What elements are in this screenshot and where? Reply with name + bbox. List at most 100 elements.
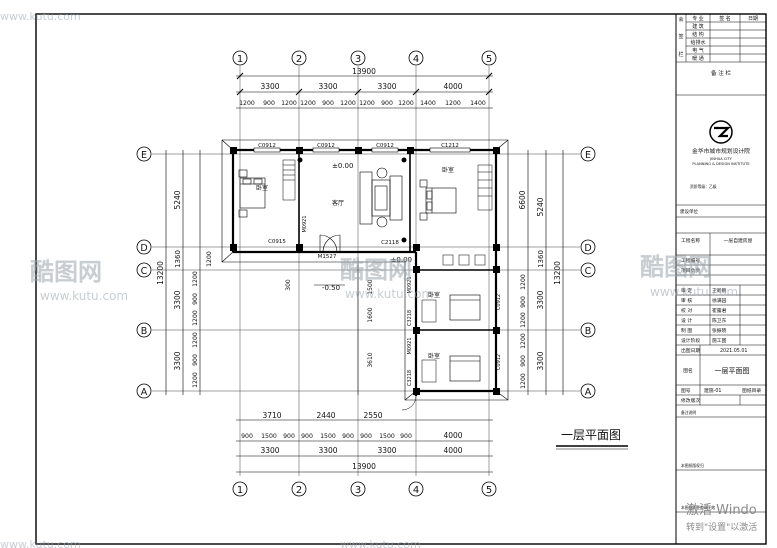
dim-bottom-seg: 900 bbox=[342, 433, 354, 440]
window-tag: C0912 bbox=[317, 143, 335, 149]
dim-bottom-seg: 900 bbox=[360, 433, 372, 440]
axis-label-5-bottom: 5 bbox=[486, 485, 492, 496]
axis-label-e-left: E bbox=[141, 150, 147, 161]
dim-bottom-bay1-1: 3710 bbox=[262, 411, 281, 420]
axis-label-1-top: 1 bbox=[237, 54, 243, 65]
dimensions-left bbox=[165, 150, 201, 395]
signoff-discipline: 建 筑 bbox=[692, 23, 704, 30]
bed-icon bbox=[449, 294, 481, 321]
dim-bottom-seg: 1500 bbox=[320, 433, 336, 440]
axis-bubbles-left: E D C B A bbox=[136, 146, 152, 399]
dim-right-seg: 1200 bbox=[520, 312, 527, 328]
wardrobe-icon bbox=[282, 159, 296, 201]
signoff-discipline: 暖 通 bbox=[692, 55, 704, 62]
watermark-url: www.kutu.com bbox=[340, 538, 421, 548]
signoff-side-label: 栏 bbox=[678, 51, 683, 58]
window-tag: C3218 bbox=[407, 310, 413, 326]
dim-left-bay-4: 3300 bbox=[173, 351, 182, 370]
dim-top-seg: 1200 bbox=[340, 100, 356, 107]
activation-notice-hint: 转到"设置"以激活 bbox=[686, 521, 757, 533]
dim-label: 1600 bbox=[367, 307, 374, 322]
dim-left-seg: 900 bbox=[192, 293, 199, 305]
staff-rows: 审 定 王新鹏 审 核 徐满园 校 对 崔露君 设 计 陈卫东 制 图 张振晓 bbox=[681, 287, 727, 334]
sheet-frame bbox=[35, 13, 767, 545]
dim-right-bay-2: 1360 bbox=[537, 250, 545, 268]
dim-bottom-4000: 4000 bbox=[443, 431, 462, 440]
axis-label-c-right: C bbox=[585, 266, 592, 277]
dim-right-seg: 1200 bbox=[520, 373, 527, 389]
construction-unit-label: 建设单位 bbox=[680, 208, 698, 215]
dimensions-bottom bbox=[236, 419, 493, 473]
window-tag: C0912 bbox=[496, 354, 502, 370]
dim-bottom-bay2-4: 4000 bbox=[443, 446, 462, 455]
issue-date: 2021.05.01 bbox=[720, 348, 747, 354]
watermark-text: 酷图网 bbox=[30, 258, 102, 286]
dim-top-seg: 1200 bbox=[359, 100, 375, 107]
dim-bottom-bay2-3: 3300 bbox=[377, 446, 396, 455]
dim-left-small: 1200 bbox=[206, 251, 213, 267]
dim-label: 3610 bbox=[367, 352, 374, 367]
axis-label-b-right: B bbox=[585, 326, 592, 337]
window-tag: C0912 bbox=[376, 143, 394, 149]
signoff-discipline: 给排水 bbox=[690, 39, 705, 46]
dim-top-seg: 1400 bbox=[420, 100, 436, 107]
door-tag: M0921 bbox=[302, 215, 308, 232]
door-tag: M1527 bbox=[318, 254, 337, 260]
watermark-text: 酷图网 bbox=[640, 253, 712, 281]
room-label-bedroom-3: 卧室 bbox=[428, 291, 440, 299]
column-symbol bbox=[401, 237, 407, 243]
dim-left-seg: 900 bbox=[192, 354, 199, 366]
dim-left-seg: 1200 bbox=[192, 332, 199, 348]
column-symbol bbox=[401, 157, 407, 163]
dim-label: 1500 bbox=[367, 279, 374, 294]
axis-label-2-top: 2 bbox=[296, 54, 302, 65]
project-lead-label: 项目负责 bbox=[681, 267, 700, 274]
drawing-number: 建施-01 bbox=[704, 387, 721, 394]
living-room-door bbox=[319, 234, 341, 253]
axis-label-5-top: 5 bbox=[486, 54, 492, 65]
axis-bubbles-top: 1 2 3 4 5 bbox=[232, 50, 497, 66]
room-label-bedroom-2: 卧室 bbox=[442, 166, 454, 174]
dim-left-seg: 1200 bbox=[192, 310, 199, 326]
dim-right-segments: 1200 900 1200 1200 900 1200 bbox=[520, 274, 527, 389]
staff-name: 崔露君 bbox=[712, 307, 727, 314]
staff-role: 校 对 bbox=[681, 307, 692, 314]
dim-bottom-seg: 900 bbox=[241, 433, 253, 440]
footer-note: 本图纸版权归 bbox=[681, 463, 704, 468]
dim-right-seg: 1200 bbox=[520, 274, 527, 290]
staff-name: 张振晓 bbox=[712, 327, 727, 334]
staff-name: 陈卫东 bbox=[712, 317, 727, 324]
dim-right-seg: 900 bbox=[520, 355, 527, 367]
footer-note: 本图纸未经盖章无效 bbox=[681, 505, 715, 510]
dim-top-bay-3: 3300 bbox=[377, 82, 396, 91]
bed-icon bbox=[238, 169, 266, 218]
dim-top-bay-1: 3300 bbox=[260, 82, 279, 91]
signoff-header: 日期 bbox=[748, 16, 758, 22]
watermark-text: 酷图网 bbox=[340, 256, 412, 284]
dim-top-segments: 1200 900 1200 1200 900 1200 1200 900 120… bbox=[239, 100, 486, 107]
design-stage-label: 设计阶段 bbox=[681, 337, 700, 344]
company-subtitle: JINHUA CITY bbox=[709, 157, 733, 161]
dim-top-overall: 13900 bbox=[352, 67, 376, 76]
design-stage: 施工图 bbox=[712, 337, 727, 344]
drawing-name-label: 图名 bbox=[683, 367, 693, 374]
dim-left-seg: 1200 bbox=[192, 271, 199, 287]
company-name: 金华市城市规划设计院 bbox=[692, 147, 750, 155]
dim-right-6600: 6600 bbox=[518, 190, 527, 209]
dim-top-seg: 1200 bbox=[445, 100, 461, 107]
windows-top bbox=[253, 147, 471, 153]
watermark-url: www.kutu.com bbox=[0, 538, 81, 548]
dim-right-seg: 1200 bbox=[520, 333, 527, 349]
dim-top-seg: 1200 bbox=[398, 100, 414, 107]
door-tag: M0921 bbox=[407, 276, 413, 293]
dim-top-seg: 900 bbox=[322, 100, 334, 107]
drawing-title: 一层平面图 bbox=[561, 428, 621, 442]
staff-name: 徐满园 bbox=[712, 297, 727, 304]
dim-bottom-segments: 900 1500 900 900 1500 900 900 1500 900 bbox=[241, 433, 412, 440]
project-name-label: 工程名称 bbox=[681, 237, 700, 244]
door-tag: M0921 bbox=[407, 337, 413, 354]
window-tag: C0912 bbox=[496, 294, 502, 310]
dim-bottom-overall: 13900 bbox=[352, 462, 376, 471]
dim-right-bay-4: 3300 bbox=[536, 351, 545, 370]
wardrobe-icon bbox=[421, 359, 437, 383]
